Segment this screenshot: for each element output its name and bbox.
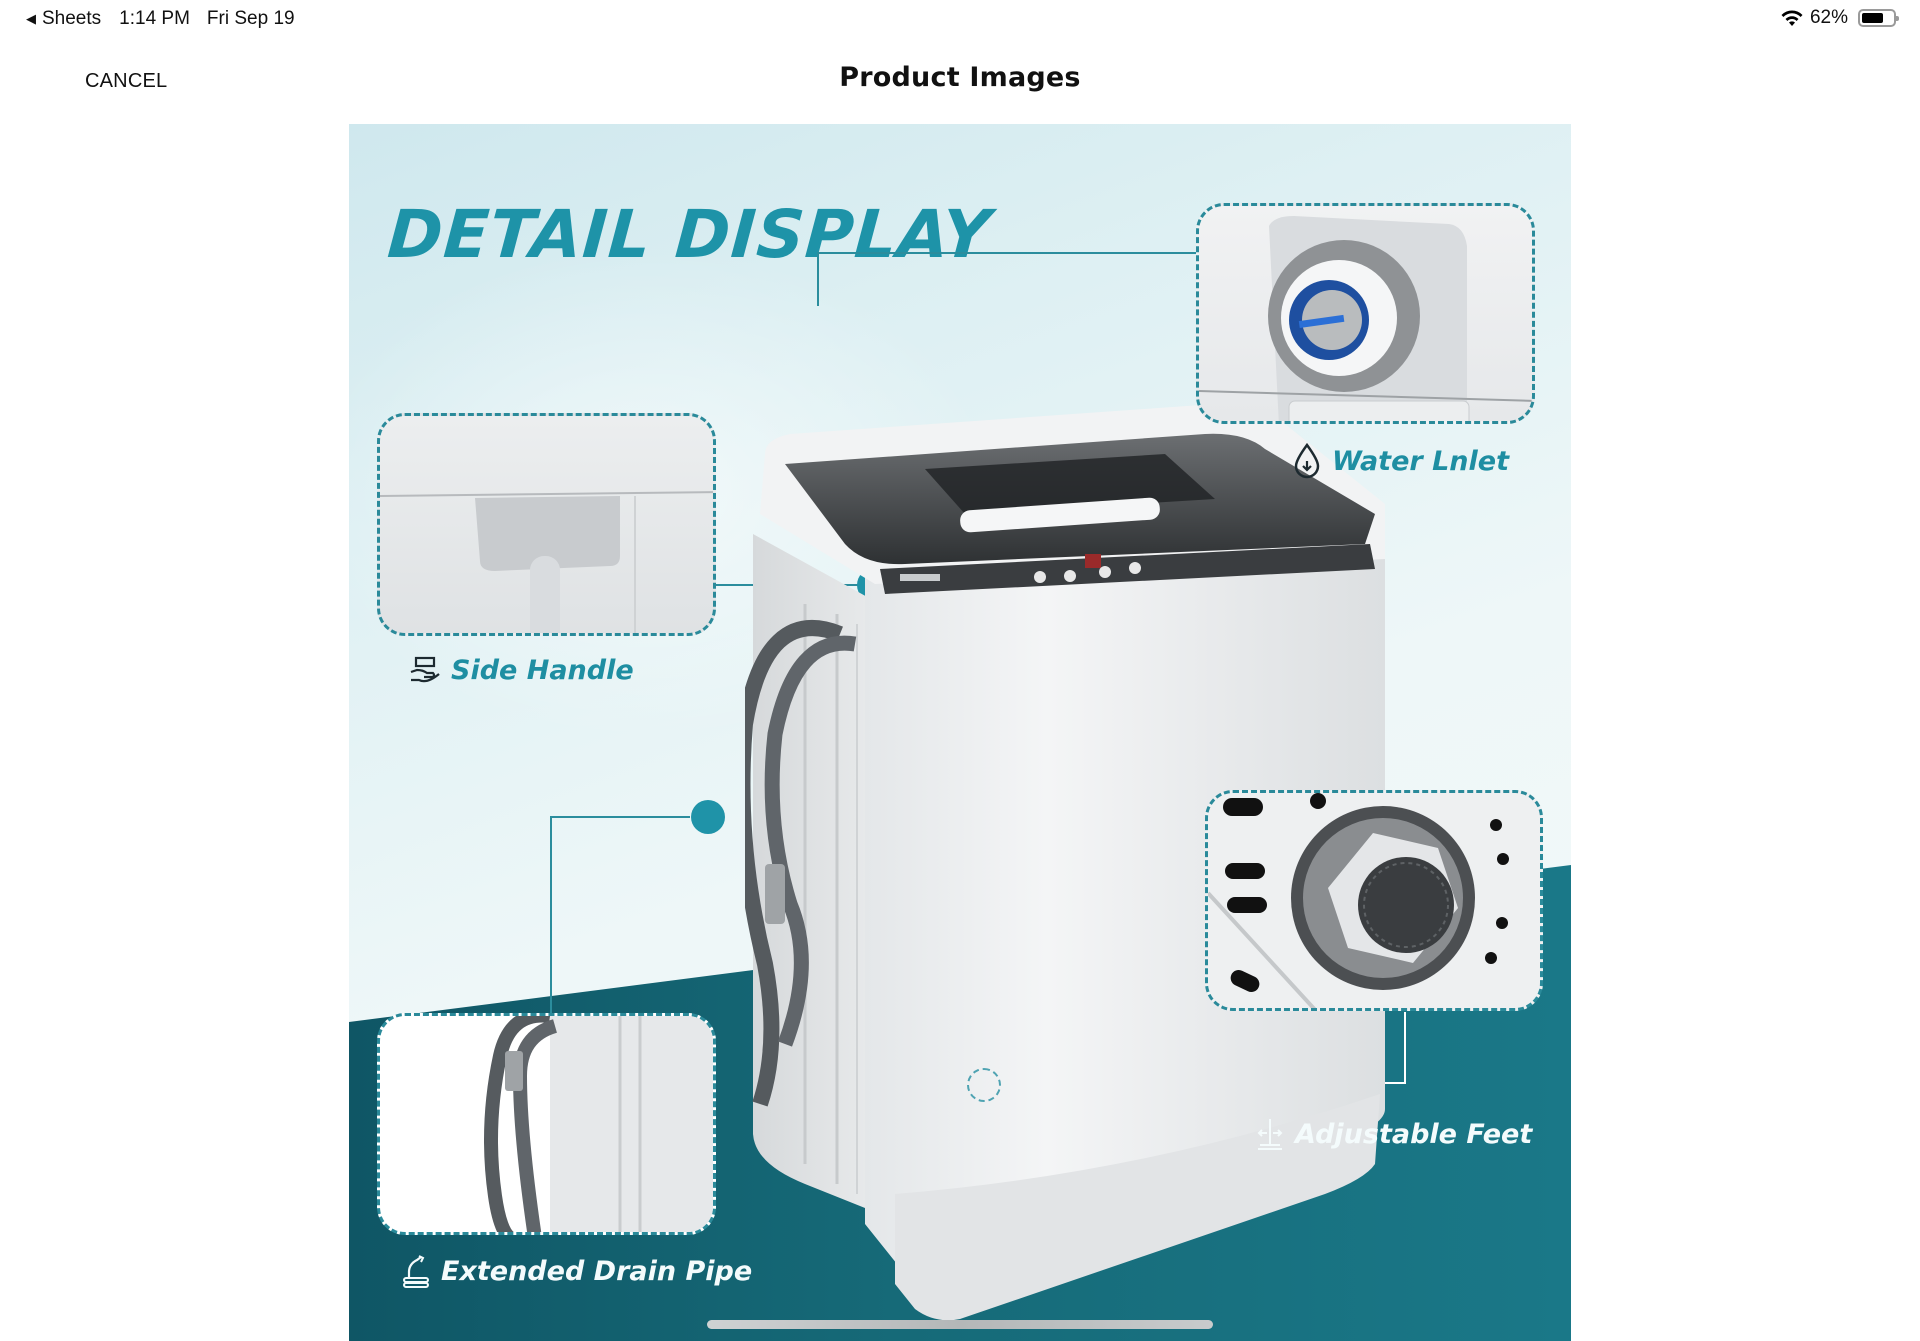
status-right: 62%	[1780, 7, 1899, 29]
callout-adjustable-feet: Adjustable Feet	[1255, 1117, 1532, 1151]
side-handle-photo	[380, 491, 713, 633]
battery-icon	[1858, 9, 1899, 27]
battery-percent: 62%	[1809, 7, 1848, 28]
callout-extended-drain-pipe: Extended Drain Pipe	[401, 1254, 752, 1288]
drain-callout-line-h	[550, 816, 690, 818]
water-drop-icon	[1294, 442, 1320, 479]
status-time: 1:14 PM	[119, 8, 190, 29]
image-headline: DETAIL DISPLAY	[385, 196, 994, 273]
drain-callout-dot	[691, 800, 725, 834]
drain-pipe-photo	[484, 1016, 713, 1232]
feet-location-marker	[967, 1068, 1001, 1102]
inset-side-handle	[377, 413, 716, 636]
drain-pipe-icon	[403, 1255, 429, 1288]
status-date: Fri Sep 19	[206, 8, 295, 29]
status-left: ◀ Sheets 1:14 PM Fri Sep 19	[26, 8, 295, 30]
adjustable-feet-photo	[1208, 793, 1509, 1008]
battery-level	[1862, 13, 1883, 23]
inset-water-inlet	[1196, 203, 1535, 424]
inlet-callout-line-v	[817, 253, 819, 306]
callout-label: Adjustable Feet	[1295, 1118, 1533, 1150]
home-indicator[interactable]	[707, 1320, 1213, 1329]
inset-adjustable-feet	[1205, 790, 1543, 1011]
callout-label: Side Handle	[451, 655, 634, 686]
wifi-icon	[1781, 10, 1803, 26]
inset-drain-pipe	[377, 1013, 716, 1235]
back-to-app-button[interactable]: ◀	[26, 11, 36, 26]
callout-label: Extended Drain Pipe	[441, 1255, 753, 1287]
drain-callout-line-v	[550, 816, 552, 1014]
cancel-button[interactable]: CANCEL	[85, 70, 168, 92]
callout-water-inlet: Water Lnlet	[1292, 442, 1509, 480]
hand-holding-icon	[410, 656, 440, 682]
callout-label: Water Lnlet	[1332, 445, 1510, 477]
water-inlet-photo	[1199, 216, 1532, 421]
product-image[interactable]: DETAIL DISPLAY	[349, 124, 1571, 1341]
feet-callout-line-v	[1404, 1012, 1406, 1084]
back-app-label[interactable]: Sheets	[42, 8, 102, 29]
inlet-callout-line-h	[817, 252, 1197, 254]
page-title: Product Images	[839, 62, 1081, 93]
battery-nub	[1896, 16, 1899, 21]
adjustable-foot-icon	[1257, 1119, 1283, 1150]
washing-machine-illustration	[745, 404, 1385, 1321]
callout-side-handle: Side Handle	[409, 655, 634, 686]
status-bar: ◀ Sheets 1:14 PM Fri Sep 19 62%	[0, 0, 1920, 40]
